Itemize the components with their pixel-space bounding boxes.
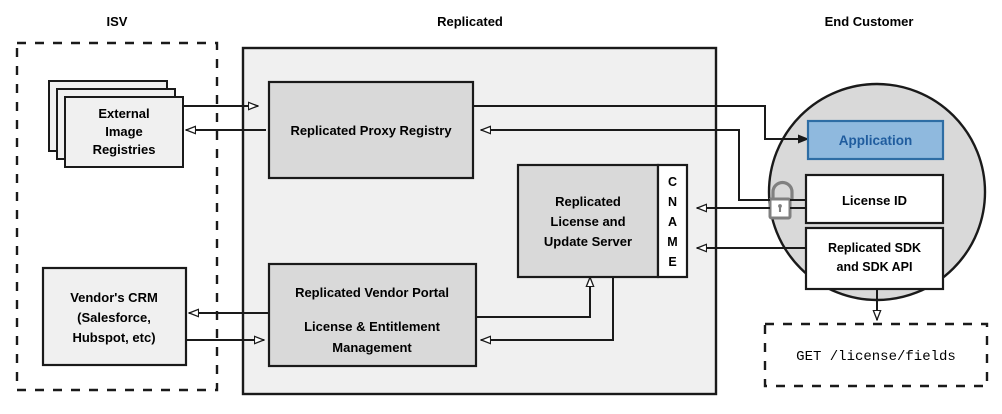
node-license-id[interactable]: License ID (804, 173, 945, 225)
edge-vendor-portal-to-license-server (476, 277, 590, 318)
cname-letter-4: M (667, 235, 677, 249)
cname-letter-1: C (668, 175, 677, 189)
vendors-crm-line-3: Hubspot, etc) (72, 330, 155, 345)
application-box (806, 119, 945, 161)
cname-box (656, 163, 689, 279)
node-replicated-proxy-registry[interactable]: Replicated Proxy Registry (267, 80, 475, 180)
license-server-line-3: Update Server (544, 234, 632, 249)
vendors-crm-line-1: Vendor's CRM (70, 290, 158, 305)
vendor-portal-line-3: Management (332, 340, 412, 355)
node-license-and-update-server[interactable]: Replicated License and Update Server (516, 163, 660, 279)
registries-line-2: Image (105, 124, 143, 139)
sdk-line-1: Replicated SDK (828, 241, 921, 255)
proxy-registry-box (267, 80, 475, 180)
vendor-portal-box (267, 262, 478, 368)
api-call-dashed-box (763, 322, 989, 388)
license-server-line-1: Replicated (555, 194, 621, 209)
group-label-isv: ISV (107, 14, 128, 29)
node-api-call[interactable]: GET /license/fields (763, 322, 989, 388)
registries-line-1: External (98, 106, 149, 121)
group-label-replicated: Replicated (437, 14, 503, 29)
node-cname-strip[interactable]: C N A M E (656, 163, 689, 279)
vendor-portal-line-2: License & Entitlement (304, 319, 440, 334)
isv-boundary (15, 41, 219, 392)
sdk-line-2: and SDK API (837, 260, 913, 274)
registry-stack-front (64, 96, 184, 168)
cname-letter-2: N (668, 195, 677, 209)
cname-letter-3: A (668, 215, 677, 229)
edge-license-server-to-vendor-portal (481, 277, 614, 340)
license-server-box (516, 163, 660, 279)
group-label-end-customer: End Customer (825, 14, 914, 29)
vendors-crm-box (41, 266, 188, 367)
cname-letter-5: E (668, 255, 676, 269)
license-server-line-2: License and (550, 214, 625, 229)
application-label: Application (839, 133, 913, 148)
vendors-crm-line-2: (Salesforce, (77, 310, 151, 325)
node-replicated-vendor-portal[interactable]: Replicated Vendor Portal License & Entit… (267, 262, 478, 368)
edge-proxy-to-application (473, 105, 808, 139)
api-call-label: GET /license/fields (796, 349, 956, 365)
proxy-registry-label: Replicated Proxy Registry (290, 123, 452, 138)
node-vendors-crm[interactable]: Vendor's CRM (Salesforce, Hubspot, etc) (41, 266, 188, 367)
unlocked-padlock-icon (758, 180, 806, 220)
node-application[interactable]: Application (806, 119, 945, 161)
node-external-image-registries[interactable]: External Image Registries (48, 80, 184, 168)
license-id-box (804, 173, 945, 225)
license-id-label: License ID (842, 193, 907, 208)
vendor-portal-line-1: Replicated Vendor Portal (295, 285, 449, 300)
sdk-box (804, 226, 945, 291)
registries-line-3: Registries (93, 142, 156, 157)
node-replicated-sdk[interactable]: Replicated SDK and SDK API (804, 226, 945, 291)
connector-layer (178, 106, 877, 340)
